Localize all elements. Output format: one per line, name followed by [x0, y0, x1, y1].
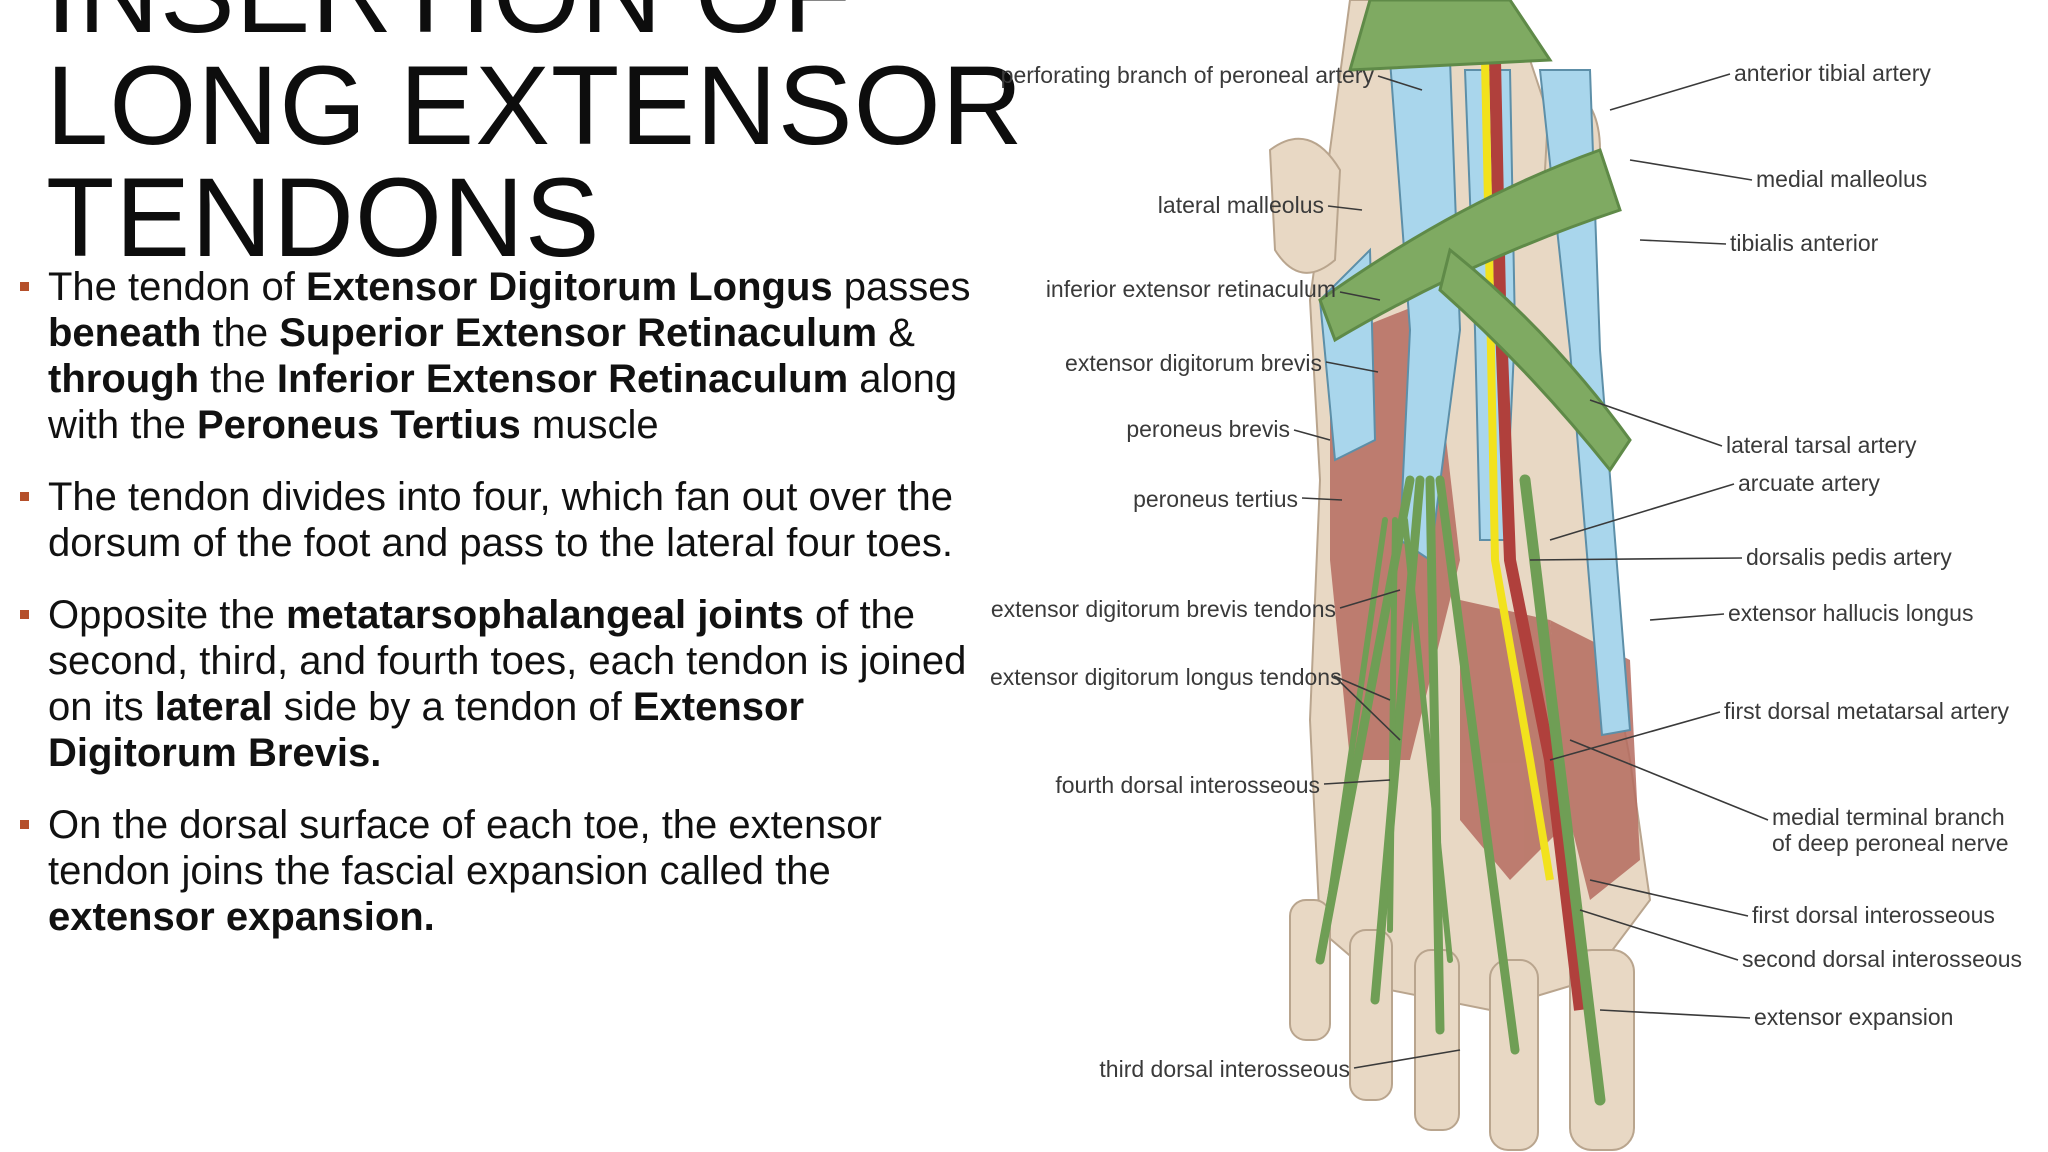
bullet-item: Opposite the metatarsophalangeal joints … — [20, 592, 980, 776]
label-peroneus-tertius: peroneus tertius — [1133, 486, 1298, 512]
label-second-dorsal-interosseous: second dorsal interosseous — [1742, 946, 2022, 972]
label-lateral-tarsal-artery: lateral tarsal artery — [1726, 432, 1917, 458]
bullet-item: On the dorsal surface of each toe, the e… — [20, 802, 980, 940]
bold-text: Peroneus Tertius — [196, 403, 521, 447]
bold-text: extensor expansion. — [48, 895, 435, 939]
bold-text: Inferior Extensor Retinaculum — [276, 357, 849, 401]
title-line-3: TENDONS — [46, 155, 601, 280]
bullet-marker — [20, 282, 29, 291]
bold-text: Extensor Digitorum Longus — [305, 265, 833, 309]
text-run: The tendon of — [48, 265, 306, 309]
bold-text: Superior Extensor Retinaculum — [279, 311, 878, 355]
leader-lines — [1293, 73, 1769, 1069]
label-third-dorsal-interosseous: third dorsal interosseous — [1099, 1056, 1350, 1082]
bold-text: Extensor Digitorum Brevis. — [48, 685, 805, 775]
foot-anatomy-diagram: perforating branch of peroneal artery la… — [990, 0, 2048, 1152]
bold-text: lateral — [154, 685, 273, 729]
text-run: side by a tendon of — [272, 685, 633, 729]
label-medial-terminal-branch: medial terminal branch — [1772, 804, 2005, 830]
label-medial-malleolus: medial malleolus — [1756, 166, 1928, 192]
foot-illustration — [1268, 0, 1769, 1151]
label-dorsalis-pedis-artery: dorsalis pedis artery — [1746, 544, 1952, 570]
bullet-marker — [20, 820, 29, 829]
label-tibialis-anterior: tibialis anterior — [1730, 230, 1879, 256]
bullet-list: The tendon of Extensor Digitorum Longus … — [20, 264, 980, 966]
text-run: Opposite the — [48, 593, 286, 637]
text-run: & — [877, 311, 915, 355]
title-line-2: LONG EXTENSOR — [46, 43, 1024, 168]
label-extensor-expansion: extensor expansion — [1754, 1004, 1954, 1030]
slide-title: INSERTION OF LONG EXTENSOR TENDONS — [46, 0, 1024, 280]
bullet-marker — [20, 610, 29, 619]
bullet-item: The tendon divides into four, which fan … — [20, 474, 980, 566]
label-perforating-branch: perforating branch of peroneal artery — [1000, 62, 1374, 88]
label-arcuate-artery: arcuate artery — [1738, 470, 1880, 496]
bold-text: through — [48, 357, 200, 401]
label-anterior-tibial-artery: anterior tibial artery — [1734, 60, 1931, 86]
text-run: muscle — [520, 403, 659, 447]
bold-text: metatarsophalangeal joints — [285, 593, 804, 637]
text-run: passes — [832, 265, 971, 309]
text-run: the — [201, 311, 280, 355]
label-deep-peroneal-nerve: of deep peroneal nerve — [1772, 830, 2009, 856]
text-run: The tendon divides into four, which fan … — [48, 475, 954, 565]
text-run: On the dorsal surface of each toe, the e… — [48, 803, 882, 893]
tendons — [1315, 0, 1632, 1106]
bullet-item: The tendon of Extensor Digitorum Longus … — [20, 264, 980, 448]
label-extensor-digitorum-brevis: extensor digitorum brevis — [1065, 350, 1322, 376]
label-edb-tendons: extensor digitorum brevis tendons — [990, 596, 1336, 622]
label-lateral-malleolus: lateral malleolus — [1157, 192, 1324, 218]
label-first-dorsal-interosseous: first dorsal interosseous — [1752, 902, 1995, 928]
label-inferior-extensor-retinaculum: inferior extensor retinaculum — [1045, 276, 1336, 302]
text-run: of the second, third, and fourth toes, e… — [48, 593, 967, 729]
text-run: the — [199, 357, 277, 401]
label-peroneus-brevis: peroneus brevis — [1126, 416, 1290, 442]
title-line-1: INSERTION OF — [46, 0, 1006, 50]
label-extensor-hallucis-longus: extensor hallucis longus — [1728, 600, 1974, 626]
bullet-marker — [20, 492, 29, 501]
label-fourth-dorsal-interosseous: fourth dorsal interosseous — [1055, 772, 1320, 798]
label-first-dorsal-metatarsal-artery: first dorsal metatarsal artery — [1724, 698, 2010, 724]
text-run: along with the — [48, 357, 958, 447]
label-edl-tendons: extensor digitorum longus tendons — [990, 664, 1342, 690]
bold-text: beneath — [48, 311, 202, 355]
